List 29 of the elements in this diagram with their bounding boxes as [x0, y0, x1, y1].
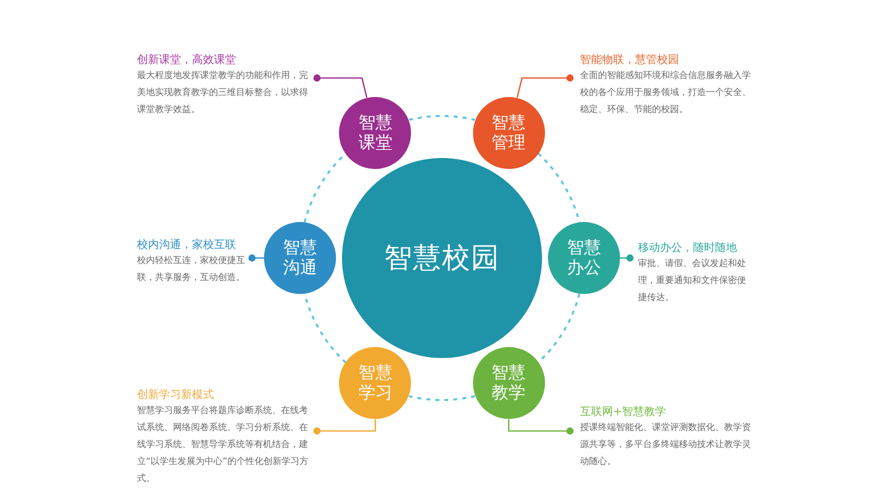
callout-text: 校内轻松互连，家校便捷互联，共享服务，互动创造。 [137, 254, 245, 285]
circle-label: 智慧管理 [490, 112, 526, 153]
leader-line [508, 419, 574, 435]
circle-label: 智慧办公 [566, 238, 602, 278]
leader-line [516, 74, 574, 98]
dashed-ring-arc [537, 152, 580, 223]
leader-line [313, 419, 376, 435]
dashed-ring-arc [304, 293, 347, 364]
callout-heading: 校内沟通，家校互联 [137, 237, 236, 252]
callout-text: 最大程度地发挥课堂教学的功能和作用，完美地实现教育教学的三维目标整合，以求得课堂教学效益。 [137, 70, 309, 117]
callout-heading: 智能物联，慧管校园 [580, 52, 679, 67]
leader-line [248, 254, 264, 262]
callout-heading: 创新课堂，高效课堂 [137, 52, 236, 67]
callout-text: 智慧学习服务平台将题库诊断系统、在线考试系统、网络阅卷系统、学习分析系统、在线学习系统、智慧导学系统等有机结合，建立“以学生发展为中心”的个性化创新学习方式。 [137, 404, 309, 486]
dashed-ring-arc [408, 115, 476, 121]
circle-label: 智慧教学 [490, 363, 526, 404]
callout-text: 授课终端智能化、课堂评测数据化、教学资源共享等，多平台多终端移动技术让教学灵动随心。 [580, 422, 752, 469]
circle-label: 智慧课堂 [357, 112, 394, 153]
callout-heading: 移动办公，随时随地 [638, 240, 737, 255]
circle-label: 智慧沟通 [282, 238, 318, 278]
callout-heading: 互联网+智慧教学 [580, 404, 666, 419]
callout-text: 审批、请假、会议发起和处理，重要通知和文件保密便捷传达。 [638, 258, 747, 305]
leader-line [620, 254, 634, 262]
callout-text: 全面的智能感知环境和综合信息服务融入学校的各个应用于服务领域，打造一个安全、稳定、环保、节能的校园。 [580, 70, 752, 117]
callout-heading: 创新学习新模式 [137, 387, 214, 402]
leader-line [313, 74, 368, 98]
dashed-ring-arc [408, 395, 476, 401]
circle-label: 智慧学习 [357, 363, 394, 404]
hub-label: 智慧校园 [384, 241, 500, 275]
